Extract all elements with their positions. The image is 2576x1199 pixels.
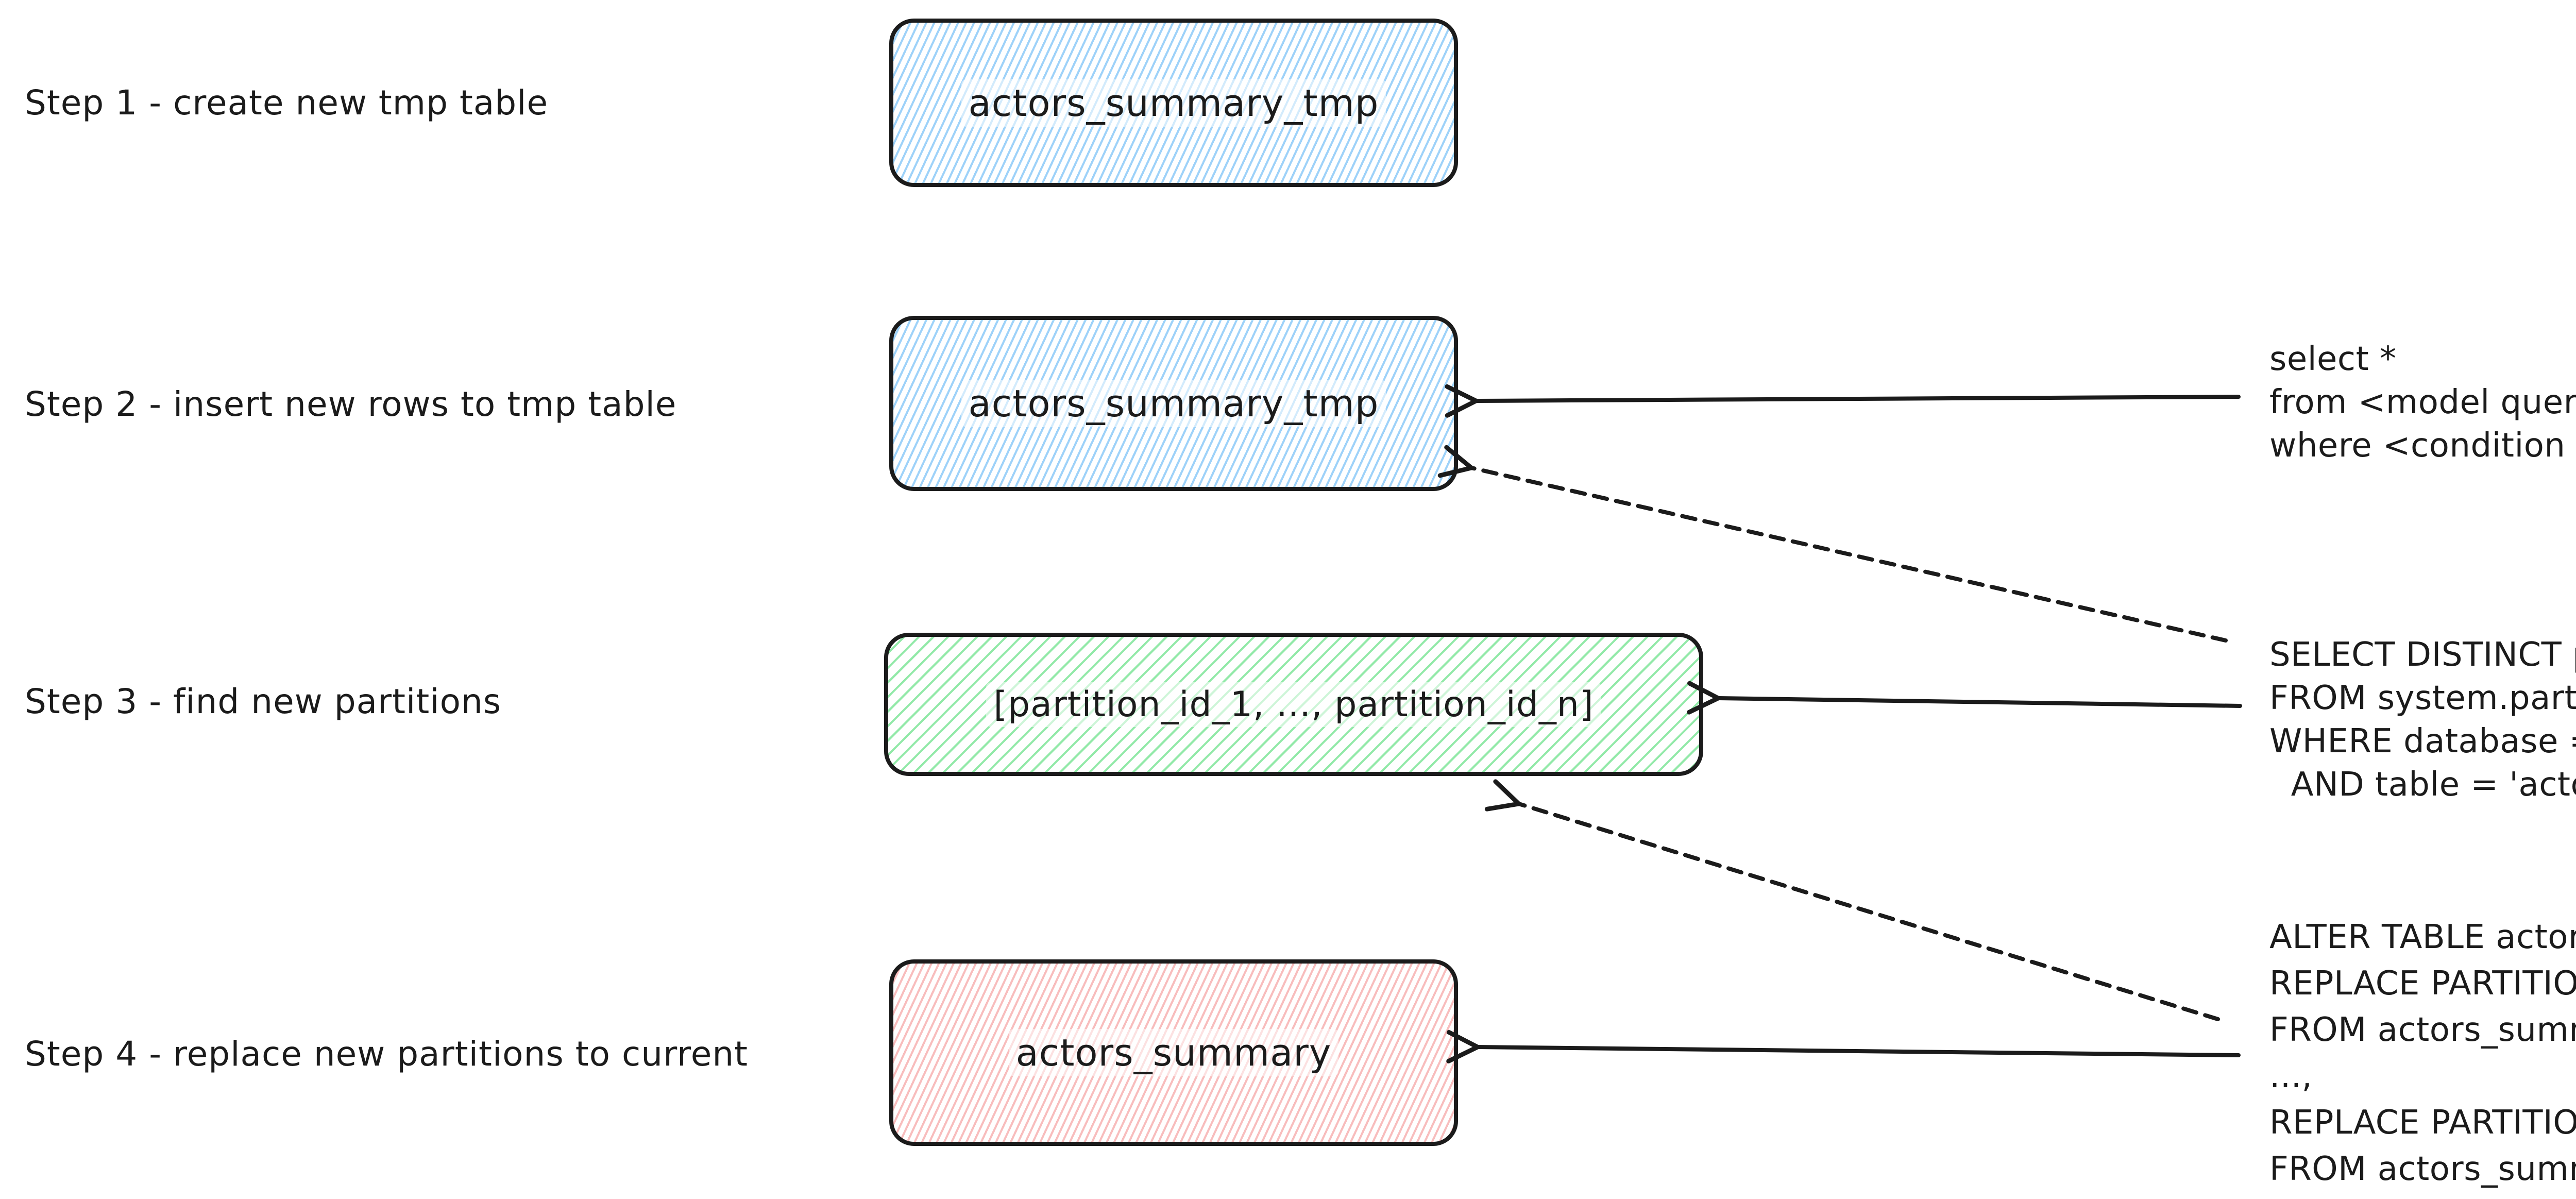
arrow-replace-sql-to-summary-table xyxy=(1446,1029,2241,1063)
arrow-insert-sql-to-tmp-table xyxy=(1445,384,2241,418)
sql-line: where <condition to identify new> xyxy=(2269,427,2566,465)
insert-sql-snippet: select * from <model query> where <condi… xyxy=(2269,337,2576,467)
sql-line: ALTER TABLE actors_summary xyxy=(2269,918,2576,956)
step-2-label: Step 2 - insert new rows to tmp table xyxy=(25,384,677,424)
tmp-table-box-step2: actors_summary_tmp xyxy=(889,316,1458,491)
sql-line: from <model query> xyxy=(2269,383,2576,421)
step-4-label: Step 4 - replace new partitions to curre… xyxy=(25,1034,749,1074)
sql-line: WHERE database = <database> xyxy=(2269,722,2576,761)
arrow-find-partitions-sql-to-tmp-table xyxy=(1437,445,2228,643)
tmp-table-box-step1-label: actors_summary_tmp xyxy=(961,79,1386,127)
tmp-table-box-step1: actors_summary_tmp xyxy=(889,19,1458,187)
arrow-find-partitions-sql-to-partitions-list xyxy=(1687,681,2242,715)
sql-line: ..., xyxy=(2269,1057,2313,1095)
summary-table-box-label: actors_summary xyxy=(1008,1029,1339,1076)
sql-line: FROM actors_summary_tmp, xyxy=(2269,1150,2576,1188)
sql-line: AND table = 'actors_summary_tmp' xyxy=(2291,766,2576,804)
step-3-label: Step 3 - find new partitions xyxy=(25,682,502,721)
partitions-list-box-label: [partition_id_1, ..., partition_id_n] xyxy=(986,682,1601,727)
step-1-label: Step 1 - create new tmp table xyxy=(25,83,549,123)
partitions-list-box: [partition_id_1, ..., partition_id_n] xyxy=(884,633,1703,776)
arrow-replace-sql-to-partitions-list xyxy=(1484,779,2220,1021)
summary-table-box: actors_summary xyxy=(889,959,1458,1146)
sql-line: FROM system.parts xyxy=(2269,679,2576,717)
sql-line: REPLACE PARTITION partition_id_1 xyxy=(2269,965,2576,1003)
tmp-table-box-step2-label: actors_summary_tmp xyxy=(961,380,1386,427)
replace-partition-sql-snippet: ALTER TABLE actors_summary REPLACE PARTI… xyxy=(2269,914,2576,1192)
find-partitions-sql-snippet: SELECT DISTINCT partition_id FROM system… xyxy=(2269,633,2576,806)
sql-line: FROM actors_summary_tmp, xyxy=(2269,1011,2576,1049)
sql-line: select * xyxy=(2269,340,2397,378)
sql-line: SELECT DISTINCT partition_id xyxy=(2269,636,2576,674)
sql-line: REPLACE PARTITION partition_id_n xyxy=(2269,1104,2576,1142)
